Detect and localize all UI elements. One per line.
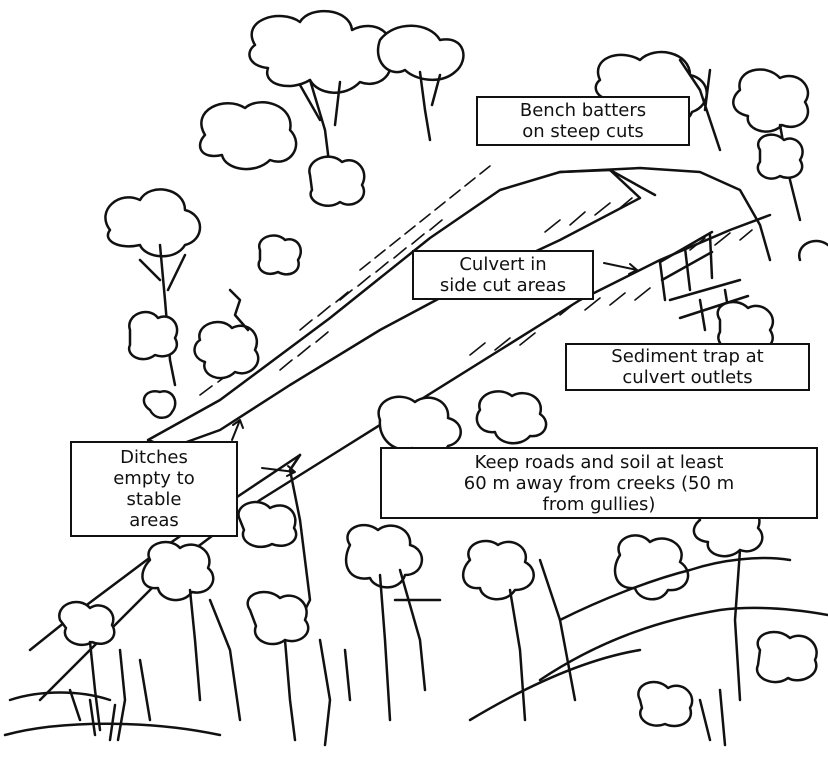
tree-canopy-bottom	[344, 390, 828, 747]
callout-ditches-line-3: stable	[126, 489, 182, 510]
culvert-structure	[658, 230, 750, 332]
callout-bench-batters: Bench batters on steep cuts	[476, 96, 690, 146]
callout-bench-line-1: Bench batters	[519, 100, 647, 121]
callout-sediment-line-1: Sediment trap at	[611, 346, 764, 367]
callout-sediment-line-2: culvert outlets	[622, 367, 753, 388]
callout-ditches-line-4: areas	[129, 510, 179, 531]
callout-bench-line-2: on steep cuts	[522, 121, 644, 142]
callout-keep-roads-away: Keep roads and soil at least 60 m away f…	[380, 447, 818, 519]
cut-batter-hatching	[199, 165, 633, 396]
upper-road	[146, 166, 772, 450]
callout-keep-line-3: from gullies)	[542, 493, 656, 515]
pointer-arrows	[231, 262, 638, 477]
callout-keep-line-1: Keep roads and soil at least	[474, 451, 724, 473]
callout-ditches-line-1: Ditches	[120, 447, 188, 468]
tree-canopy-top	[104, 9, 465, 419]
callout-ditches: Ditches empty to stable areas	[70, 441, 238, 537]
callout-culvert-line-2: side cut areas	[439, 275, 567, 296]
callout-keep-line-2: 60 m away from creeks (50 m	[463, 472, 735, 494]
callout-sediment-trap: Sediment trap at culvert outlets	[565, 343, 810, 391]
fill-slope-hatching	[469, 229, 753, 356]
callout-culvert: Culvert in side cut areas	[412, 250, 594, 300]
tree-canopy-bottom-left	[3, 500, 352, 747]
callout-ditches-line-2: empty to	[113, 468, 195, 489]
callout-culvert-line-1: Culvert in	[459, 254, 547, 275]
